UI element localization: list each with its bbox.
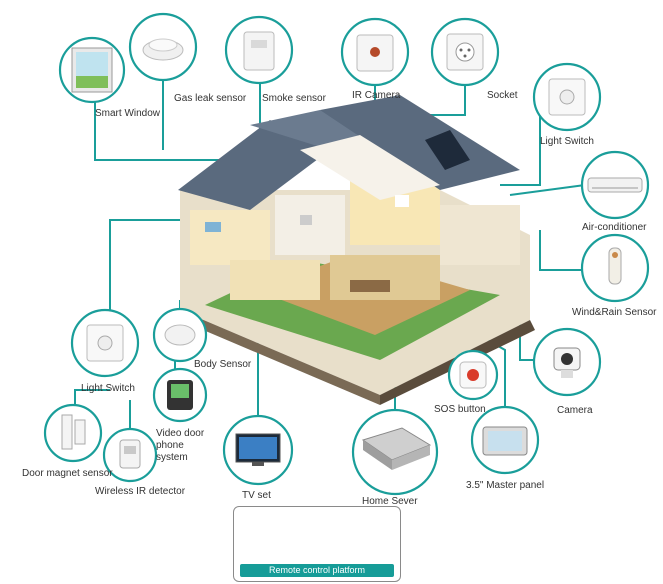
body-sensor-icon — [164, 324, 196, 346]
tv-set-label: TV set — [242, 490, 271, 501]
ir-camera-label: IR Camera — [352, 90, 401, 101]
body-sensor-label: Body Sensor — [194, 359, 252, 370]
air-conditioner-label: Air-conditioner — [582, 222, 647, 233]
home-server-label: Home Sever — [362, 496, 418, 507]
light-switch-top-label: Light Switch — [540, 136, 594, 147]
remote-control-platform-label: Remote control platform — [240, 564, 394, 577]
smoke-sensor-icon — [243, 31, 275, 71]
remote-control-platform: Remote control platform — [233, 506, 401, 582]
house-illustration — [175, 95, 535, 405]
tv-icon — [235, 433, 281, 466]
gas-sensor-icon — [142, 38, 184, 61]
smoke-sensor-label: Smoke sensor — [262, 93, 326, 104]
light-switch-icon — [548, 78, 586, 116]
socket-label: Socket — [487, 90, 518, 101]
sos-button-icon — [459, 361, 487, 389]
master-panel-label: 3.5" Master panel — [466, 480, 545, 491]
device-icons — [61, 31, 643, 470]
home-server-icon — [361, 427, 432, 470]
window-icon — [71, 47, 113, 93]
video-door-phone-icon — [167, 380, 193, 410]
light-switch-left-label: Light Switch — [81, 383, 135, 394]
video-door-phone-label: Video door phone system — [156, 428, 205, 463]
master-panel-icon — [482, 426, 528, 456]
air-conditioner-icon — [587, 177, 643, 193]
camera-label: Camera — [557, 405, 593, 416]
wireless-ir-detector-label: Wireless IR detector — [95, 486, 186, 497]
wind-rain-sensor-icon — [608, 247, 622, 285]
ir-camera-icon — [356, 34, 394, 72]
wireless-ir-icon — [119, 439, 141, 469]
door-magnet-sensor-circle — [43, 403, 103, 463]
sos-button-label: SOS button — [434, 404, 486, 415]
camera-icon — [553, 347, 581, 378]
door-magnet-sensor-label: Door magnet sensor — [22, 468, 113, 479]
light-switch-left-icon — [86, 324, 124, 362]
socket-icon — [446, 33, 484, 71]
wind-rain-sensor-label: Wind&Rain Sensor — [572, 307, 657, 318]
door-magnet-icon — [61, 414, 86, 450]
gas-leak-sensor-label: Gas leak sensor — [174, 93, 247, 104]
smart-window-label: Smart Window — [95, 108, 161, 119]
